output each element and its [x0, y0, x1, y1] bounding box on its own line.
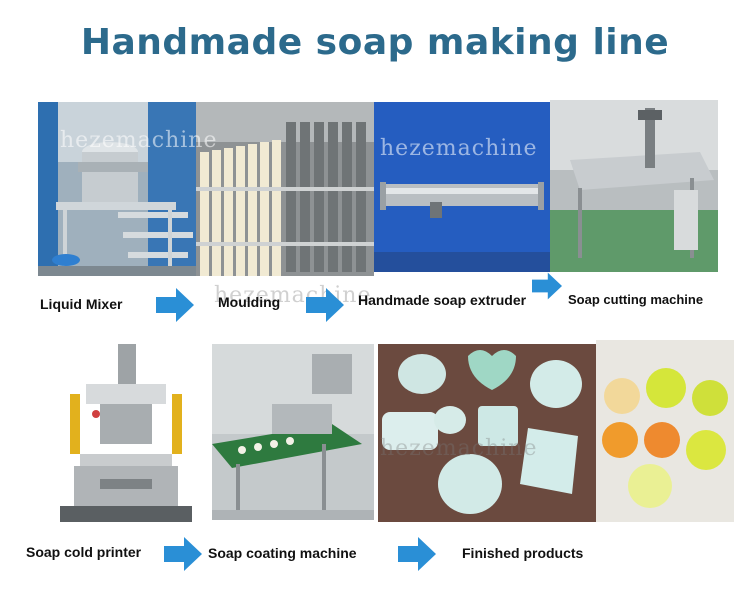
photo-handmade-soap-extruder	[374, 102, 550, 272]
photo-finished-products-soaps	[378, 344, 596, 522]
watermark-text: hezemachine	[380, 136, 538, 161]
photo-liquid-mixer	[38, 102, 196, 276]
label-soap-cold-printer: Soap cold printer	[26, 544, 142, 560]
watermark-text: hezemachine	[214, 283, 372, 308]
label-finished-products: Finished products	[462, 545, 584, 561]
photo-soap-coating-machine	[212, 344, 374, 520]
label-moulding: Moulding	[218, 294, 281, 310]
photo-soap-cold-printer	[40, 344, 212, 522]
page-title: Handmade soap making line	[80, 22, 670, 63]
photo-finished-products-colored-soaps	[596, 340, 734, 522]
arrow-right-icon	[532, 272, 562, 300]
watermark-text: hezemachine	[380, 436, 538, 461]
photo-soap-cutting-machine	[550, 100, 718, 272]
watermark-text: hezemachine	[60, 128, 218, 153]
label-soap-coating-machine: Soap coating machine	[208, 545, 357, 561]
label-liquid-mixer: Liquid Mixer	[40, 296, 123, 312]
label-handmade-soap-extruder: Handmade soap extruder	[358, 292, 527, 308]
arrow-right-icon	[156, 288, 194, 322]
photo-moulding	[196, 102, 374, 276]
arrow-right-icon	[164, 537, 202, 571]
label-soap-cutting-machine: Soap cutting machine	[568, 292, 704, 307]
arrow-right-icon	[306, 288, 344, 322]
arrow-right-icon	[398, 537, 436, 571]
